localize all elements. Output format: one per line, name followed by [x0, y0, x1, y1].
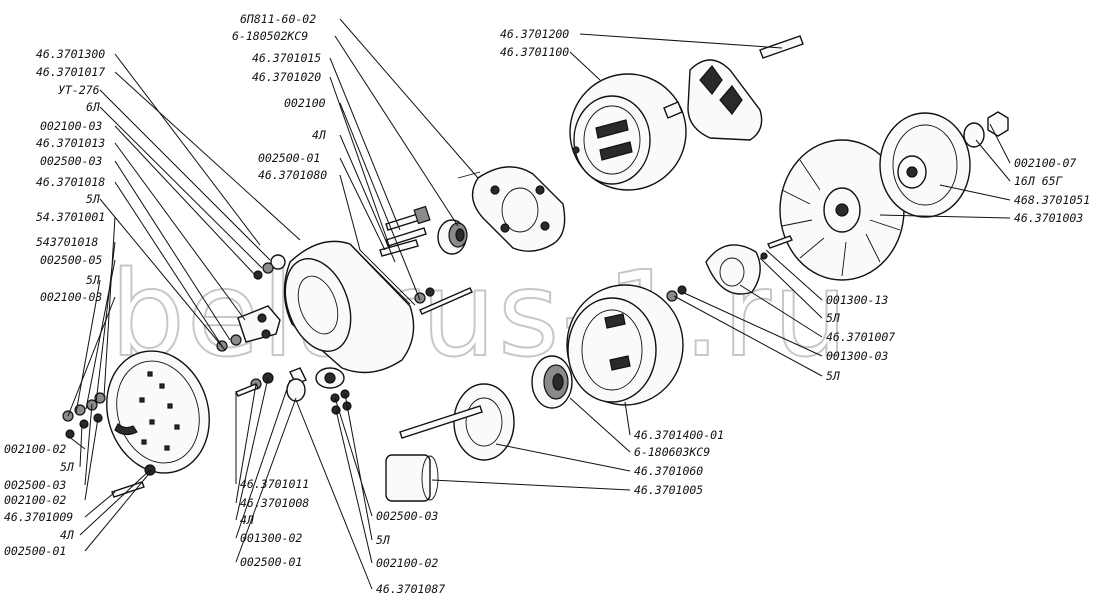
label: 46.3701300 [36, 47, 105, 61]
label: 002100-02 [4, 442, 66, 456]
label: 16Л 65Г [1014, 174, 1064, 188]
label: 46.3701007 [826, 330, 895, 344]
label: 002500-01 [258, 151, 320, 165]
label: 468.3701051 [1014, 193, 1090, 207]
label: 001300-13 [826, 293, 888, 307]
label: 6-180603КС9 [634, 445, 710, 459]
label: 5Л [86, 273, 100, 287]
label: 46.3701200 [500, 27, 569, 41]
label: 4Л [240, 513, 254, 527]
label: 4Л [312, 128, 326, 142]
label: 46.3701400-01 [634, 428, 724, 442]
label: 46.3701020 [252, 70, 321, 84]
label: 001300-03 [826, 349, 888, 363]
rear-housing-part [283, 240, 416, 389]
fan-part [779, 139, 905, 281]
label: 46.3701009 [4, 510, 73, 524]
label: 46.3701017 [36, 65, 105, 79]
rear-cover-part [106, 350, 210, 474]
cover-plate-part [666, 235, 793, 302]
label: 5Л [376, 533, 390, 547]
label: 54.3701001 [36, 210, 105, 224]
label: 543701018 [36, 235, 98, 249]
label: 001300-02 [240, 531, 302, 545]
label: 002100-03 [40, 290, 102, 304]
front-bearing-part [531, 355, 573, 409]
label: 002500-05 [40, 253, 102, 267]
label: 46.3701018 [36, 175, 105, 189]
front-housing-part [566, 284, 684, 406]
label: УТ-276 [58, 83, 100, 97]
part-labels: 46.3701300 46.3701017 УТ-276 6Л 002100-0… [4, 12, 1090, 596]
rotor-part [663, 35, 804, 141]
label: 5Л [826, 369, 840, 383]
label: 46.3701015 [252, 51, 321, 65]
label: 002100-02 [376, 556, 438, 570]
label: 002500-03 [4, 478, 66, 492]
pulley-nut-part [963, 111, 1009, 148]
label: 46.3701060 [634, 464, 703, 478]
label: 6П811-60-02 [240, 12, 316, 26]
label: 5Л [826, 311, 840, 325]
stator-part [569, 73, 687, 191]
label: 5Л [86, 192, 100, 206]
label: 002100-07 [1014, 156, 1076, 170]
label: 46.3701008 [240, 496, 309, 510]
brush-holder-part [216, 305, 281, 352]
label: 46.3701013 [36, 136, 105, 150]
parts [62, 35, 1009, 502]
leader-lines [67, 18, 1011, 590]
pulley-part [879, 112, 971, 218]
label: 002500-01 [4, 544, 66, 558]
label: 46.3701087 [376, 582, 445, 596]
label: 002100 [284, 96, 326, 110]
label: 002500-01 [240, 555, 302, 569]
rectifier-part [457, 166, 566, 252]
label: 5Л [60, 460, 74, 474]
label: 002500-03 [40, 154, 102, 168]
label: 46.3701003 [1014, 211, 1083, 225]
label: 6-180502КС9 [232, 29, 308, 43]
bearing-cover-part [385, 383, 515, 502]
label: 46.3701080 [258, 168, 327, 182]
label: 46.3701011 [240, 477, 309, 491]
label: 46.3701100 [500, 45, 569, 59]
label: 46.3701005 [634, 483, 703, 497]
label: 4Л [60, 528, 74, 542]
label: 002100-02 [4, 493, 66, 507]
label: 002500-03 [376, 509, 438, 523]
rear-bearing-part [437, 219, 468, 255]
label: 002100-03 [40, 119, 102, 133]
label: 6Л [86, 100, 100, 114]
